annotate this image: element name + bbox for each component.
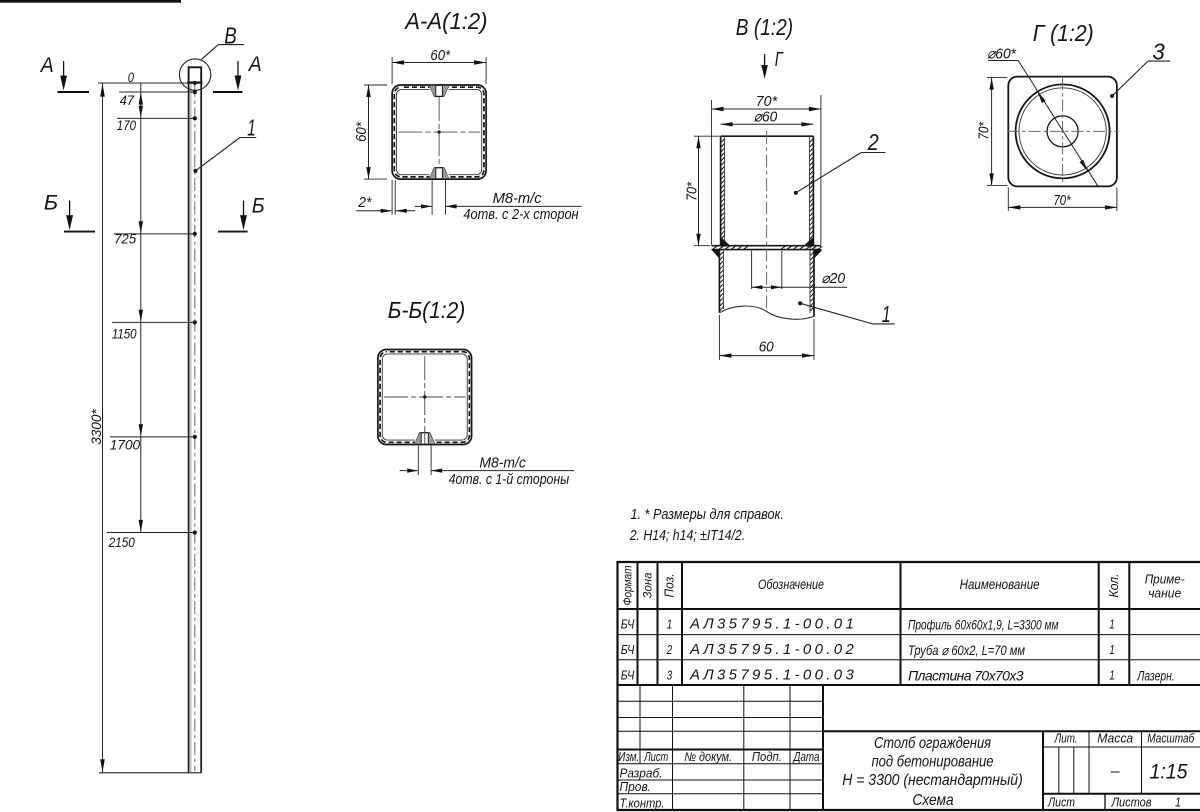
svg-text:2150: 2150: [108, 535, 136, 550]
svg-text:Кол.: Кол.: [1107, 574, 1121, 598]
svg-text:Пров.: Пров.: [620, 779, 652, 794]
svg-text:170: 170: [117, 118, 137, 133]
svg-text:Приме-: Приме-: [1145, 571, 1186, 586]
svg-text:3: 3: [667, 667, 673, 682]
svg-text:Зона: Зона: [641, 572, 655, 598]
svg-text:Столб ограждения: Столб ограждения: [874, 735, 991, 752]
svg-text:1:15: 1:15: [1150, 761, 1188, 784]
svg-text:Профиль 60х60х1,9, L=3300 мм: Профиль 60х60х1,9, L=3300 мм: [908, 616, 1059, 632]
svg-text:70*: 70*: [756, 93, 778, 110]
svg-text:1150: 1150: [112, 326, 137, 341]
svg-text:М8-т/с: М8-т/с: [479, 456, 526, 472]
svg-text:2*: 2*: [357, 195, 372, 211]
svg-text:70*: 70*: [975, 121, 992, 139]
svg-text:70*: 70*: [683, 181, 700, 201]
svg-text:Б: Б: [44, 191, 58, 214]
svg-text:1: 1: [882, 301, 891, 327]
svg-text:№ докум.: № докум.: [684, 750, 732, 764]
svg-text:Б-Б(1:2): Б-Б(1:2): [388, 297, 466, 323]
svg-text:БЧ: БЧ: [621, 616, 635, 631]
svg-text:Схема: Схема: [912, 792, 953, 809]
svg-text:1: 1: [1109, 642, 1115, 657]
svg-text:Дата: Дата: [792, 750, 820, 764]
svg-text:Б: Б: [252, 194, 265, 217]
svg-text:2: 2: [666, 642, 673, 657]
svg-text:2: 2: [867, 129, 879, 155]
svg-text:Лист: Лист: [1047, 795, 1075, 810]
svg-text:Листов: Листов: [1111, 795, 1152, 810]
svg-text:Труба ⌀ 60х2, L=70 мм: Труба ⌀ 60х2, L=70 мм: [908, 642, 1025, 658]
svg-text:М8-т/с: М8-т/с: [493, 191, 543, 207]
svg-text:А-А(1:2): А-А(1:2): [403, 8, 487, 34]
svg-text:Поз.: Поз.: [663, 574, 677, 598]
svg-text:Г: Г: [775, 49, 785, 71]
svg-text:0: 0: [128, 70, 135, 85]
svg-text:1: 1: [1109, 667, 1115, 682]
svg-text:⌀20: ⌀20: [821, 271, 845, 287]
svg-text:Лит.: Лит.: [1054, 731, 1078, 746]
svg-text:БЧ: БЧ: [621, 667, 635, 682]
svg-text:Разраб.: Разраб.: [620, 765, 663, 780]
svg-text:4отв. с 2-х сторон: 4отв. с 2-х сторон: [463, 207, 578, 223]
svg-text:Лазерн.: Лазерн.: [1137, 668, 1175, 683]
svg-text:Пластина 70х70х3: Пластина 70х70х3: [908, 667, 1024, 683]
svg-text:–: –: [1110, 763, 1120, 780]
svg-text:БЧ: БЧ: [621, 642, 635, 657]
svg-text:725: 725: [114, 232, 136, 247]
svg-text:3300*: 3300*: [88, 409, 104, 445]
svg-text:1: 1: [247, 115, 256, 141]
svg-text:Г (1:2): Г (1:2): [1033, 20, 1094, 46]
svg-text:60*: 60*: [353, 121, 370, 142]
svg-text:1: 1: [667, 616, 673, 631]
svg-text:Лист: Лист: [644, 750, 669, 764]
svg-text:4отв. с 1-й стороны: 4отв. с 1-й стороны: [449, 472, 570, 488]
svg-text:чание: чание: [1148, 586, 1181, 601]
svg-text:В (1:2): В (1:2): [736, 14, 793, 40]
svg-text:Масштаб: Масштаб: [1147, 731, 1195, 746]
svg-text:Подп.: Подп.: [752, 750, 782, 764]
svg-text:В: В: [224, 22, 237, 48]
svg-text:Н = 3300 (нестандартный): Н = 3300 (нестандартный): [842, 772, 1023, 789]
svg-text:1: 1: [1175, 795, 1181, 810]
svg-text:60*: 60*: [430, 47, 451, 64]
svg-text:1: 1: [1109, 616, 1115, 631]
svg-text:Т.контр.: Т.контр.: [620, 795, 665, 810]
svg-text:47: 47: [120, 93, 135, 108]
svg-text:А: А: [247, 53, 262, 76]
svg-text:Обозначение: Обозначение: [758, 576, 824, 592]
svg-text:3: 3: [1152, 38, 1165, 64]
svg-text:под бетонирование: под бетонирование: [872, 753, 994, 770]
svg-text:60: 60: [759, 340, 774, 356]
svg-text:Формат: Формат: [621, 566, 635, 606]
svg-text:70*: 70*: [1054, 192, 1072, 209]
svg-text:А: А: [39, 54, 54, 77]
svg-text:2. Н14; h14; ±IT14/2.: 2. Н14; h14; ±IT14/2.: [629, 527, 745, 544]
svg-text:1. * Размеры для справок.: 1. * Размеры для справок.: [631, 506, 785, 523]
svg-text:Изм.: Изм.: [618, 750, 639, 764]
svg-text:1700: 1700: [110, 438, 141, 453]
svg-text:⌀60: ⌀60: [754, 109, 778, 126]
svg-text:⌀60*: ⌀60*: [987, 46, 1017, 63]
svg-text:Масса: Масса: [1097, 731, 1133, 746]
svg-text:Наименование: Наименование: [960, 576, 1040, 592]
